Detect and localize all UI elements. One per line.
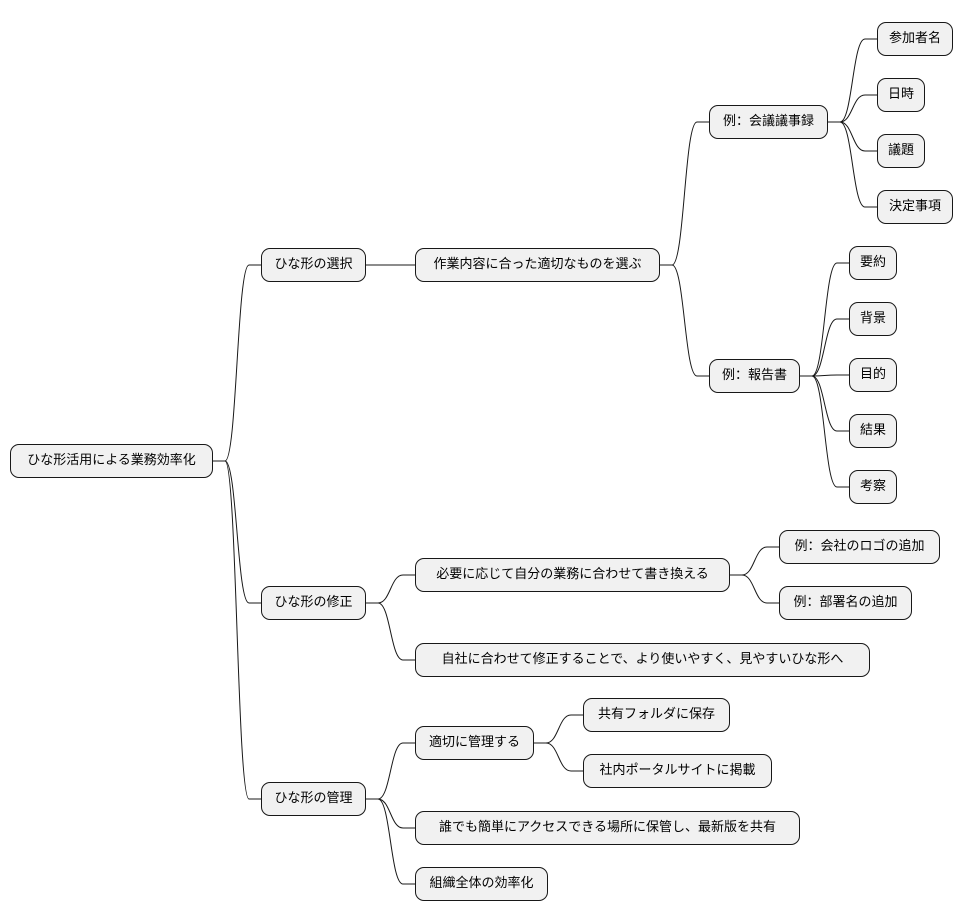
root-node: ひな形活用による業務効率化 [10, 444, 213, 478]
branch-modification: ひな形の修正 [261, 586, 366, 620]
connector-mgmt-to-access [366, 798, 415, 829]
report-item-result: 結果 [849, 414, 897, 448]
minutes-item-agenda: 議題 [877, 134, 925, 168]
connector-minutes-to-m2 [828, 121, 877, 152]
connector-sel-child-to-minutes [660, 121, 709, 266]
manage-item-portal-site: 社内ポータルサイトに掲載 [583, 754, 772, 788]
minutes-item-participants: 参加者名 [877, 22, 953, 56]
report-item-consideration: 考察 [849, 470, 897, 504]
connector-sel-child-to-report [660, 264, 709, 377]
connector-rewrite-to-rw0 [730, 546, 779, 576]
branch-selection: ひな形の選択 [261, 248, 366, 282]
rewrite-node: 必要に応じて自分の業務に合わせて書き換える [415, 558, 730, 592]
efficiency-node: 組織全体の効率化 [415, 867, 548, 901]
connector-mod-to-benefit [366, 602, 415, 661]
connector-mod-to-rewrite [366, 574, 415, 604]
connector-mgmt-to-manage [366, 742, 415, 800]
connector-minutes-to-m0 [828, 38, 877, 123]
connector-manage-to-mi1 [534, 742, 583, 772]
connector-report-to-r3 [800, 375, 849, 432]
connector-rewrite-to-rw1 [730, 574, 779, 604]
rewrite-example-department: 例：部署名の追加 [779, 586, 912, 620]
rewrite-example-logo: 例：会社のロゴの追加 [779, 530, 940, 564]
manage-node: 適切に管理する [415, 726, 534, 760]
connector-manage-to-mi0 [534, 714, 583, 744]
minutes-item-decisions: 決定事項 [877, 190, 953, 224]
modification-benefit-node: 自社に合わせて修正することで、より使いやすく、見やすいひな形へ [415, 643, 870, 677]
connector-minutes-to-m3 [828, 121, 877, 208]
minutes-item-datetime: 日時 [877, 78, 925, 112]
access-node: 誰でも簡単にアクセスできる場所に保管し、最新版を共有 [415, 811, 800, 845]
connector-report-to-r0 [800, 262, 849, 377]
example-minutes-node: 例：会議議事録 [709, 105, 828, 139]
manage-item-shared-folder: 共有フォルダに保存 [583, 698, 730, 732]
example-report-node: 例：報告書 [709, 359, 800, 393]
branch-management: ひな形の管理 [261, 782, 366, 816]
connector-mgmt-to-eff [366, 798, 415, 885]
connector-report-to-r4 [800, 375, 849, 488]
connector-minutes-to-m1 [828, 94, 877, 123]
connector-root-to-mod [213, 460, 261, 604]
connector-root-to-sel [213, 264, 261, 462]
report-item-background: 背景 [849, 302, 897, 336]
report-item-summary: 要約 [849, 246, 897, 280]
connector-root-to-mgmt [213, 460, 261, 800]
connector-report-to-r1 [800, 318, 849, 377]
selection-criteria-node: 作業内容に合った適切なものを選ぶ [415, 248, 660, 282]
report-item-purpose: 目的 [849, 358, 897, 392]
